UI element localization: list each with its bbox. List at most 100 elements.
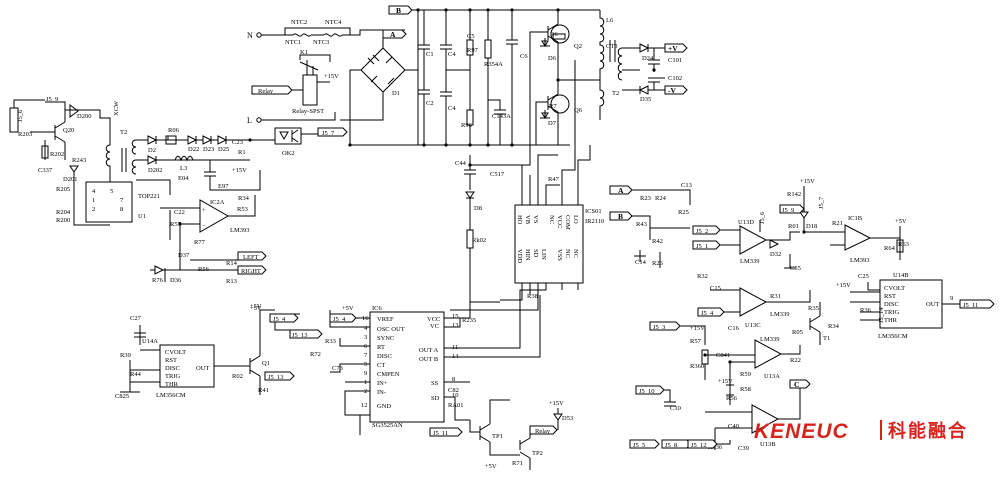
svg-text:IN-: IN- — [377, 389, 386, 396]
q6-label: Q6 — [574, 107, 583, 114]
r97-label: R97 — [467, 47, 479, 54]
c14-label: C14 — [635, 259, 647, 266]
plus5-a: +5V — [250, 303, 262, 310]
u14a-trig: TRIG — [165, 373, 180, 380]
u14b-name: LM356CM — [878, 333, 908, 340]
svg-text:GND: GND — [377, 403, 391, 410]
logo-chinese-text: 科能融合 — [888, 420, 968, 442]
c337-label: C337 — [38, 167, 53, 174]
d2-label: D2 — [148, 147, 156, 154]
svg-text:OSC OUT: OSC OUT — [377, 326, 405, 333]
u13b-triangle — [751, 404, 780, 434]
d18-label: D18 — [806, 223, 817, 230]
junction-dots — [178, 8, 806, 364]
c841-label: C841 — [716, 352, 730, 359]
svg-text:VCC: VCC — [556, 215, 563, 228]
ic2a-triangle — [199, 199, 230, 233]
r354a-label: R354A — [484, 61, 503, 68]
ntc4-label: NTC4 — [325, 19, 342, 26]
c4-label: C4 — [448, 51, 456, 58]
svg-text:+: + — [202, 207, 206, 214]
ic1b-ref: IC1B — [848, 215, 863, 222]
ic6-pwm: IC6 VREF OSC OUT SYNC RT DISC CT CMPEN I… — [250, 290, 541, 437]
r53-label: R53 — [237, 206, 248, 213]
d200-label: D200 — [77, 113, 91, 120]
c5-label: C5 — [467, 33, 475, 40]
net-j5-11b: J5_11 — [963, 302, 978, 309]
c6-label: C6 — [520, 53, 528, 60]
mains-l-label: L — [247, 116, 252, 125]
u14b-trig: TRIG — [884, 309, 899, 316]
svg-text:12: 12 — [361, 402, 368, 409]
u1-pin1: 1 — [92, 197, 95, 204]
q1-label: Q1 — [262, 360, 270, 367]
r22-label: R22 — [790, 357, 801, 364]
ic6-right-pins: VCC VC OUT A OUT B SS SD — [419, 316, 440, 402]
svg-text:DISC: DISC — [377, 353, 392, 360]
net-j5-4: J5_4 — [273, 316, 286, 323]
d35-label: D35 — [640, 96, 651, 103]
u14b-rst: RST — [884, 293, 896, 300]
svg-text:VDD: VDD — [516, 249, 523, 263]
svg-text:4: 4 — [364, 325, 368, 332]
r33-label: R33 — [325, 338, 336, 345]
net-j5-3: J5_3 — [653, 324, 665, 331]
u1-ref: U1 — [138, 213, 146, 220]
svg-text:CMPEN: CMPEN — [377, 371, 400, 378]
c27-label: C27 — [130, 315, 142, 322]
r24-label: R24 — [655, 195, 667, 202]
u13a-15v: +15V — [718, 378, 733, 385]
r57-label: R57 — [170, 221, 182, 228]
d18-15v: +15V — [800, 178, 815, 185]
svg-text:VREF: VREF — [377, 316, 394, 323]
u14a-rst: RST — [165, 357, 177, 364]
u14a-out: OUT — [196, 365, 209, 372]
net-j5-4c: J5_4 — [701, 310, 714, 317]
svg-text:10: 10 — [452, 392, 459, 399]
d22-label: D22 — [188, 146, 199, 153]
ics01-box — [514, 204, 584, 284]
r54-label: R34 — [238, 195, 250, 202]
r57b-label: R57 — [690, 338, 702, 345]
q2-label: Q2 — [574, 43, 582, 50]
r205-label: R205 — [56, 186, 70, 193]
u13c-name: LM339 — [770, 311, 790, 318]
c73-label: C73 — [332, 365, 343, 372]
r360-label: R360 — [690, 363, 704, 370]
u14a-cvolt: CVOLT — [165, 349, 186, 356]
r71-label: R71 — [512, 460, 523, 467]
r05-label: R05 — [792, 329, 803, 336]
c25-label: C25 — [858, 273, 869, 280]
c102-label: C102 — [668, 75, 682, 82]
u14b-cvolt: CVOLT — [884, 285, 905, 292]
svg-text:9: 9 — [950, 295, 953, 302]
t01-label: T2 — [120, 129, 127, 136]
r36-label: R36 — [860, 307, 872, 314]
relay-tag: Relay — [258, 88, 274, 95]
relay-15v-label: +15V — [324, 73, 339, 80]
tp2-label: TP2 — [532, 450, 543, 457]
u14b-ref: U14B — [893, 272, 909, 279]
ntc2-label: NTC2 — [291, 19, 307, 26]
u14b-15v: +15V — [836, 282, 851, 289]
svg-text:COM: COM — [564, 215, 571, 230]
r96-label: R96 — [461, 122, 473, 129]
svg-text:7: 7 — [364, 352, 368, 359]
ics01-ref: ICS01 — [585, 208, 602, 215]
ic1b-5v: +5V — [895, 218, 907, 225]
net-j5-7: J5_7 — [322, 130, 335, 137]
r02-label: R02 — [232, 373, 243, 380]
r142-label: R142 — [787, 191, 801, 198]
relay-spst-label: Relay-SPST — [292, 108, 324, 115]
u14a-timer: U14A CVOLT RST DISC TRIG THR OUT LM356CM… — [115, 305, 295, 400]
d6-label: D6 — [548, 55, 557, 62]
r41-label: R41 — [258, 387, 269, 394]
ic6-left-nums: 16 4 3 6 7 5 9 1 2 12 — [361, 315, 369, 409]
u1-pin8: 8 — [120, 206, 123, 213]
net-j5-10: J5_10 — [639, 388, 655, 395]
r31-label: R31 — [770, 293, 781, 300]
d1-label: D1 — [392, 90, 400, 97]
u1-pin5: 5 — [110, 188, 113, 195]
u13a-ref: U13A — [764, 373, 780, 380]
